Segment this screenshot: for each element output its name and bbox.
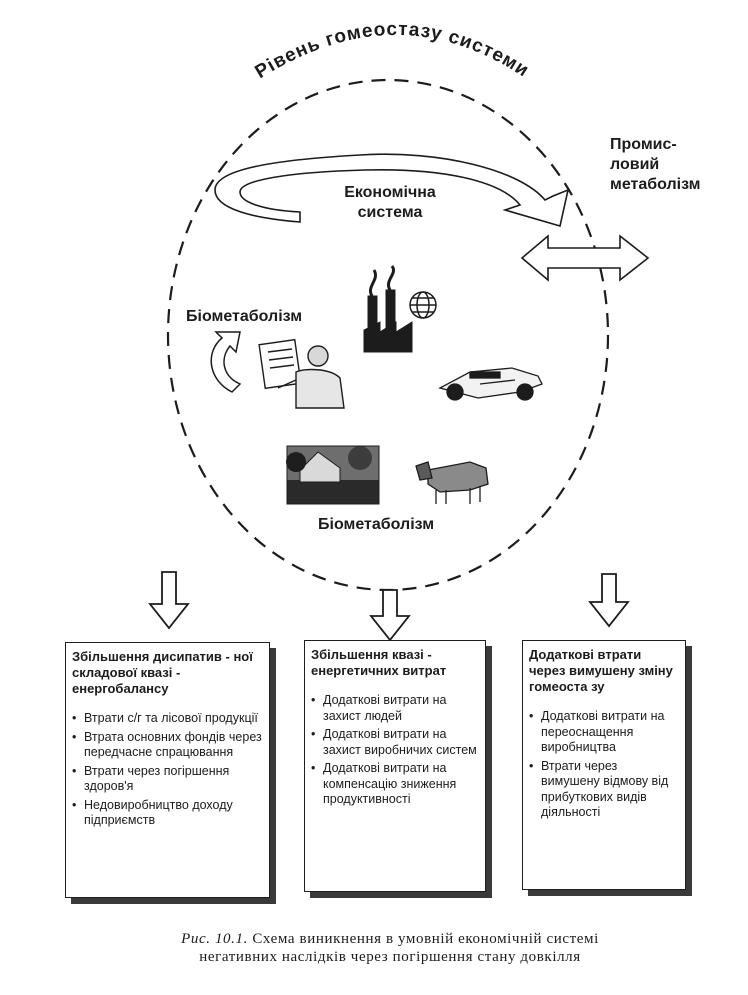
box-title: Збільшення дисипатив - ної складової ква… xyxy=(72,649,253,696)
list-item: Додаткові витрати на захист людей xyxy=(311,693,479,724)
caption-line-2: негативних наслідків через погіршення ст… xyxy=(199,949,581,965)
biometabolism-label-bottom: Біометаболізм xyxy=(318,516,435,533)
arc-label: Рівень гомеостазу системи xyxy=(252,19,533,83)
figure-caption: Рис. 10.1. Схема виникнення в умовній ек… xyxy=(80,930,700,966)
figure-number: Рис. 10.1. xyxy=(181,931,248,947)
curved-arrow-icon xyxy=(210,331,242,393)
list-item: Недовиробництво доходу підприємств xyxy=(72,798,263,829)
list-item: Втрати с/г та лісової продукції xyxy=(72,711,263,727)
box-title: Збільшення квазі - енергетичних витрат xyxy=(311,647,447,678)
down-arrow-middle-icon xyxy=(369,589,411,640)
economic-cycle-arrow-icon xyxy=(214,153,570,228)
factory-icon xyxy=(363,265,413,353)
scientist-icon xyxy=(258,338,345,409)
box-list: Додаткові витрати на захист людей Додатк… xyxy=(311,693,479,808)
double-arrow-icon xyxy=(520,234,650,282)
box-title: Додаткові втрати через вимушену зміну го… xyxy=(529,647,673,694)
list-item: Додаткові витрати на переоснащення вироб… xyxy=(529,709,679,756)
list-item: Додаткові витрати на компенсацію зниженн… xyxy=(311,761,479,808)
list-item: Втрата основних фондів через передчасне … xyxy=(72,730,263,761)
biometabolism-label-left: Біометаболізм xyxy=(186,308,303,325)
box-list: Втрати с/г та лісової продукції Втрата о… xyxy=(72,711,263,829)
list-item: Втрати через погіршення здоров'я xyxy=(72,764,263,795)
landscape-icon xyxy=(286,445,380,505)
down-arrow-right-icon xyxy=(588,573,630,628)
box-list: Додаткові витрати на переоснащення вироб… xyxy=(529,709,679,821)
cow-icon xyxy=(415,461,489,504)
diagram-canvas: Рівень гомеостазу системи xyxy=(148,19,650,640)
list-item: Додаткові витрати на захист виробничих с… xyxy=(311,727,479,758)
consequence-box-homeostasis: Додаткові втрати через вимушену зміну го… xyxy=(522,640,686,890)
race-car-icon xyxy=(438,367,543,401)
caption-line-1: Схема виникнення в умовній економічній с… xyxy=(252,931,599,947)
list-item: Втрати через вимушену відмову від прибут… xyxy=(529,759,679,821)
globe-icon xyxy=(409,291,437,319)
down-arrow-left-icon xyxy=(148,571,190,630)
consequence-box-quasi-energy: Збільшення квазі - енергетичних витрат Д… xyxy=(304,640,486,892)
economic-system-label: Економічна система xyxy=(344,184,436,221)
industrial-metabolism-label: Промис- ловий метаболізм xyxy=(610,136,701,193)
consequence-box-dissipative: Збільшення дисипатив - ної складової ква… xyxy=(65,642,270,898)
